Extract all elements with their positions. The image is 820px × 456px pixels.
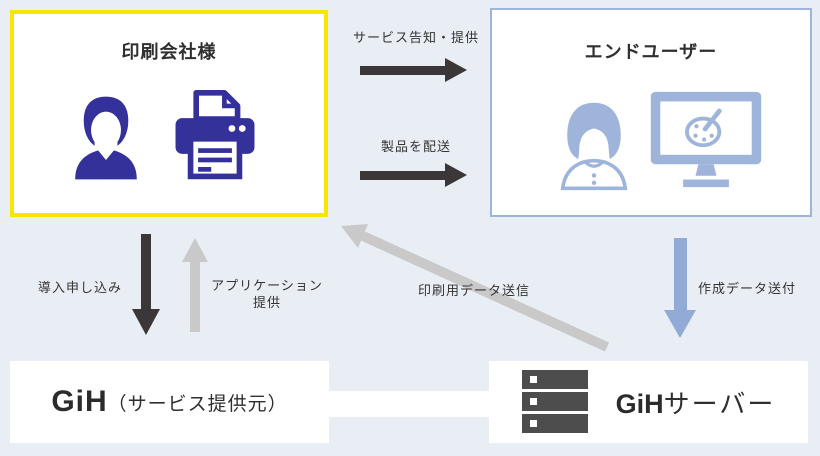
end-user-title: エンドユーザー (584, 42, 718, 62)
gih-suffix: （サービス提供元） (107, 393, 288, 415)
created-data-label: 作成データ送付 (698, 281, 797, 296)
box-connector (320, 391, 492, 417)
service-announce-label: サービス告知・提供 (352, 30, 479, 45)
printing-company-box: 印刷会社様 (10, 10, 328, 217)
apply-label: 導入申し込み (38, 280, 123, 295)
created-data-arrow (664, 238, 696, 338)
printer-icon (175, 89, 255, 180)
gih-name: GiH (51, 385, 108, 418)
gih-server-name: GiH (615, 388, 664, 419)
product-delivery-label: 製品を配送 (380, 139, 451, 154)
app-provide-label: アプリケーション 提供 (211, 278, 323, 310)
gih-server-suffix: サーバー (663, 388, 776, 419)
monitor-palette-icon (650, 91, 762, 188)
gih-server-label: GiHサーバー (616, 384, 776, 421)
server-icon (521, 370, 588, 433)
gih-server-box: GiHサーバー (489, 361, 808, 443)
app-provide-arrow (182, 238, 208, 332)
printing-company-title: 印刷会社様 (121, 42, 217, 62)
gih-box: GiH （サービス提供元） (10, 361, 329, 443)
product-delivery-arrow (360, 163, 467, 187)
woman-icon (560, 102, 628, 191)
service-announce-arrow (360, 58, 467, 82)
apply-arrow (132, 234, 160, 335)
businessman-icon (75, 96, 137, 180)
print-data-label: 印刷用データ送信 (418, 283, 531, 298)
